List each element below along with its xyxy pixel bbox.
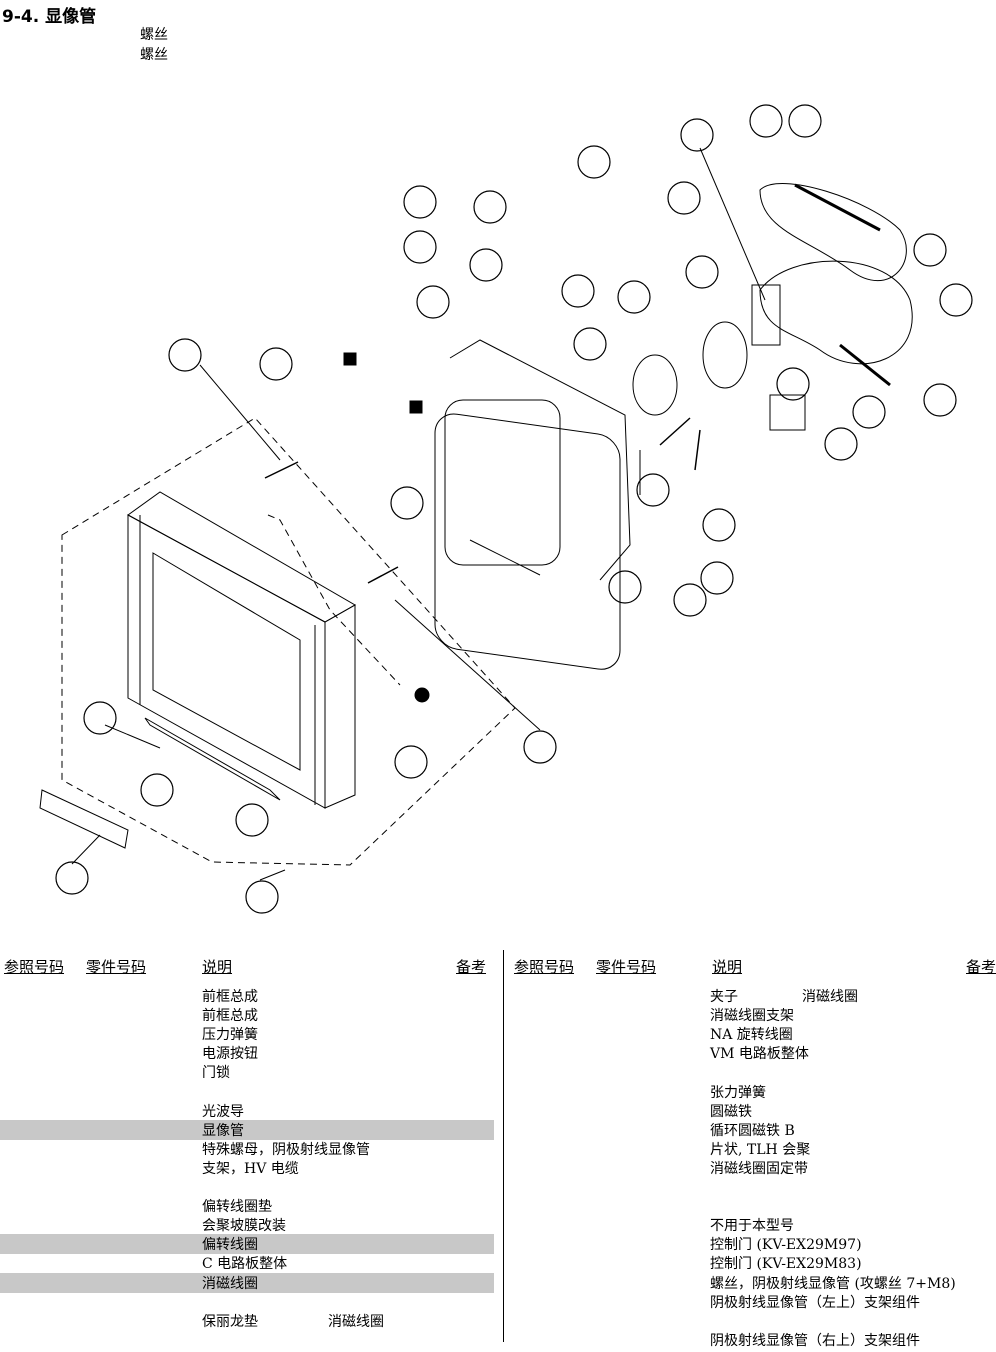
right-row-description: 螺丝，阴极射线显像管 (攻螺丝 7+M8) (710, 1275, 956, 1292)
screw-note-circle: 螺丝 (140, 47, 168, 63)
left-row-description: 前框总成 (202, 1008, 258, 1025)
left-row-highlight (0, 1234, 494, 1255)
left-row-description: 偏转线圈垫 (202, 1199, 272, 1216)
right-row-description: 消磁线圈支架 (710, 1008, 794, 1025)
header-part-no-left: 零件号码 (86, 958, 147, 976)
header-description-left: 说明 (202, 958, 233, 976)
screw-note-square: 螺丝 (140, 27, 168, 43)
deflection-yoke-part (632, 183, 913, 431)
right-row-description: 张力弹簧 (710, 1084, 766, 1101)
left-row-highlight (0, 1272, 494, 1293)
left-row-description: 保丽龙垫 (202, 1313, 258, 1330)
callout-circles (55, 104, 973, 914)
left-row-description: 门锁 (202, 1065, 230, 1082)
left-row-description: 前框总成 (202, 989, 258, 1005)
square-screw-marker (343, 352, 357, 366)
round-screw-marker (414, 687, 430, 703)
left-row-description: C 电路板整体 (202, 1256, 288, 1273)
front-bezel-part (39, 491, 357, 849)
picture-tube-part (434, 339, 631, 670)
right-row-description: 不用于本型号 (710, 1218, 794, 1235)
column-divider (503, 950, 504, 1342)
springs-part (264, 417, 701, 584)
header-part-no-right: 零件号码 (596, 958, 657, 976)
right-row-description: 圆磁铁 (710, 1103, 752, 1120)
left-row-description: 显像管 (202, 1122, 244, 1139)
right-row-description: VM 电路板整体 (710, 1046, 809, 1063)
exploded-diagram (39, 104, 973, 914)
right-row-description: 阴极射线显像管（左上）支架组件 (710, 1294, 920, 1311)
right-row-description-extra: 消磁线圈 (802, 989, 858, 1005)
left-row-description: 电源按钮 (202, 1046, 258, 1063)
leader-lines (71, 147, 766, 881)
left-row-description: 偏转线圈 (202, 1237, 258, 1254)
left-row-description: 光波导 (202, 1103, 244, 1120)
header-description-right: 说明 (712, 958, 743, 976)
right-row-description: 消磁线圈固定带 (710, 1160, 808, 1177)
header-ref-no-left: 参照号码 (4, 958, 65, 976)
right-row-description: 夹子 (710, 989, 738, 1005)
header-ref-no-right: 参照号码 (514, 958, 575, 976)
left-row-description-extra: 消磁线圈 (328, 1313, 384, 1330)
page-title: 9-4. 显像管 (2, 7, 97, 27)
right-row-description: NA 旋转线圈 (710, 1027, 793, 1044)
left-row-description: 会聚坡膜改装 (202, 1218, 286, 1235)
left-row-description: 支架，HV 电缆 (202, 1160, 299, 1177)
right-row-description: 控制门 (KV-EX29M97) (710, 1237, 862, 1254)
left-row-description: 消磁线圈 (202, 1275, 258, 1292)
cabinet-dashed-outline (61, 417, 516, 866)
left-row-description: 压力弹簧 (202, 1027, 258, 1044)
square-screw-marker (409, 400, 423, 414)
right-row-description: 控制门 (KV-EX29M83) (710, 1256, 862, 1273)
left-row-description: 特殊螺母，阴极射线显像管 (202, 1141, 370, 1158)
right-row-description: 阴极射线显像管（右上）支架组件 (710, 1332, 920, 1349)
right-row-description: 片状, TLH 会聚 (710, 1141, 811, 1158)
header-remarks-left: 备考 (456, 958, 487, 976)
right-row-description: 循环圆磁铁 B (710, 1122, 795, 1139)
header-remarks-right: 备考 (966, 958, 996, 976)
left-row-highlight (0, 1119, 494, 1140)
